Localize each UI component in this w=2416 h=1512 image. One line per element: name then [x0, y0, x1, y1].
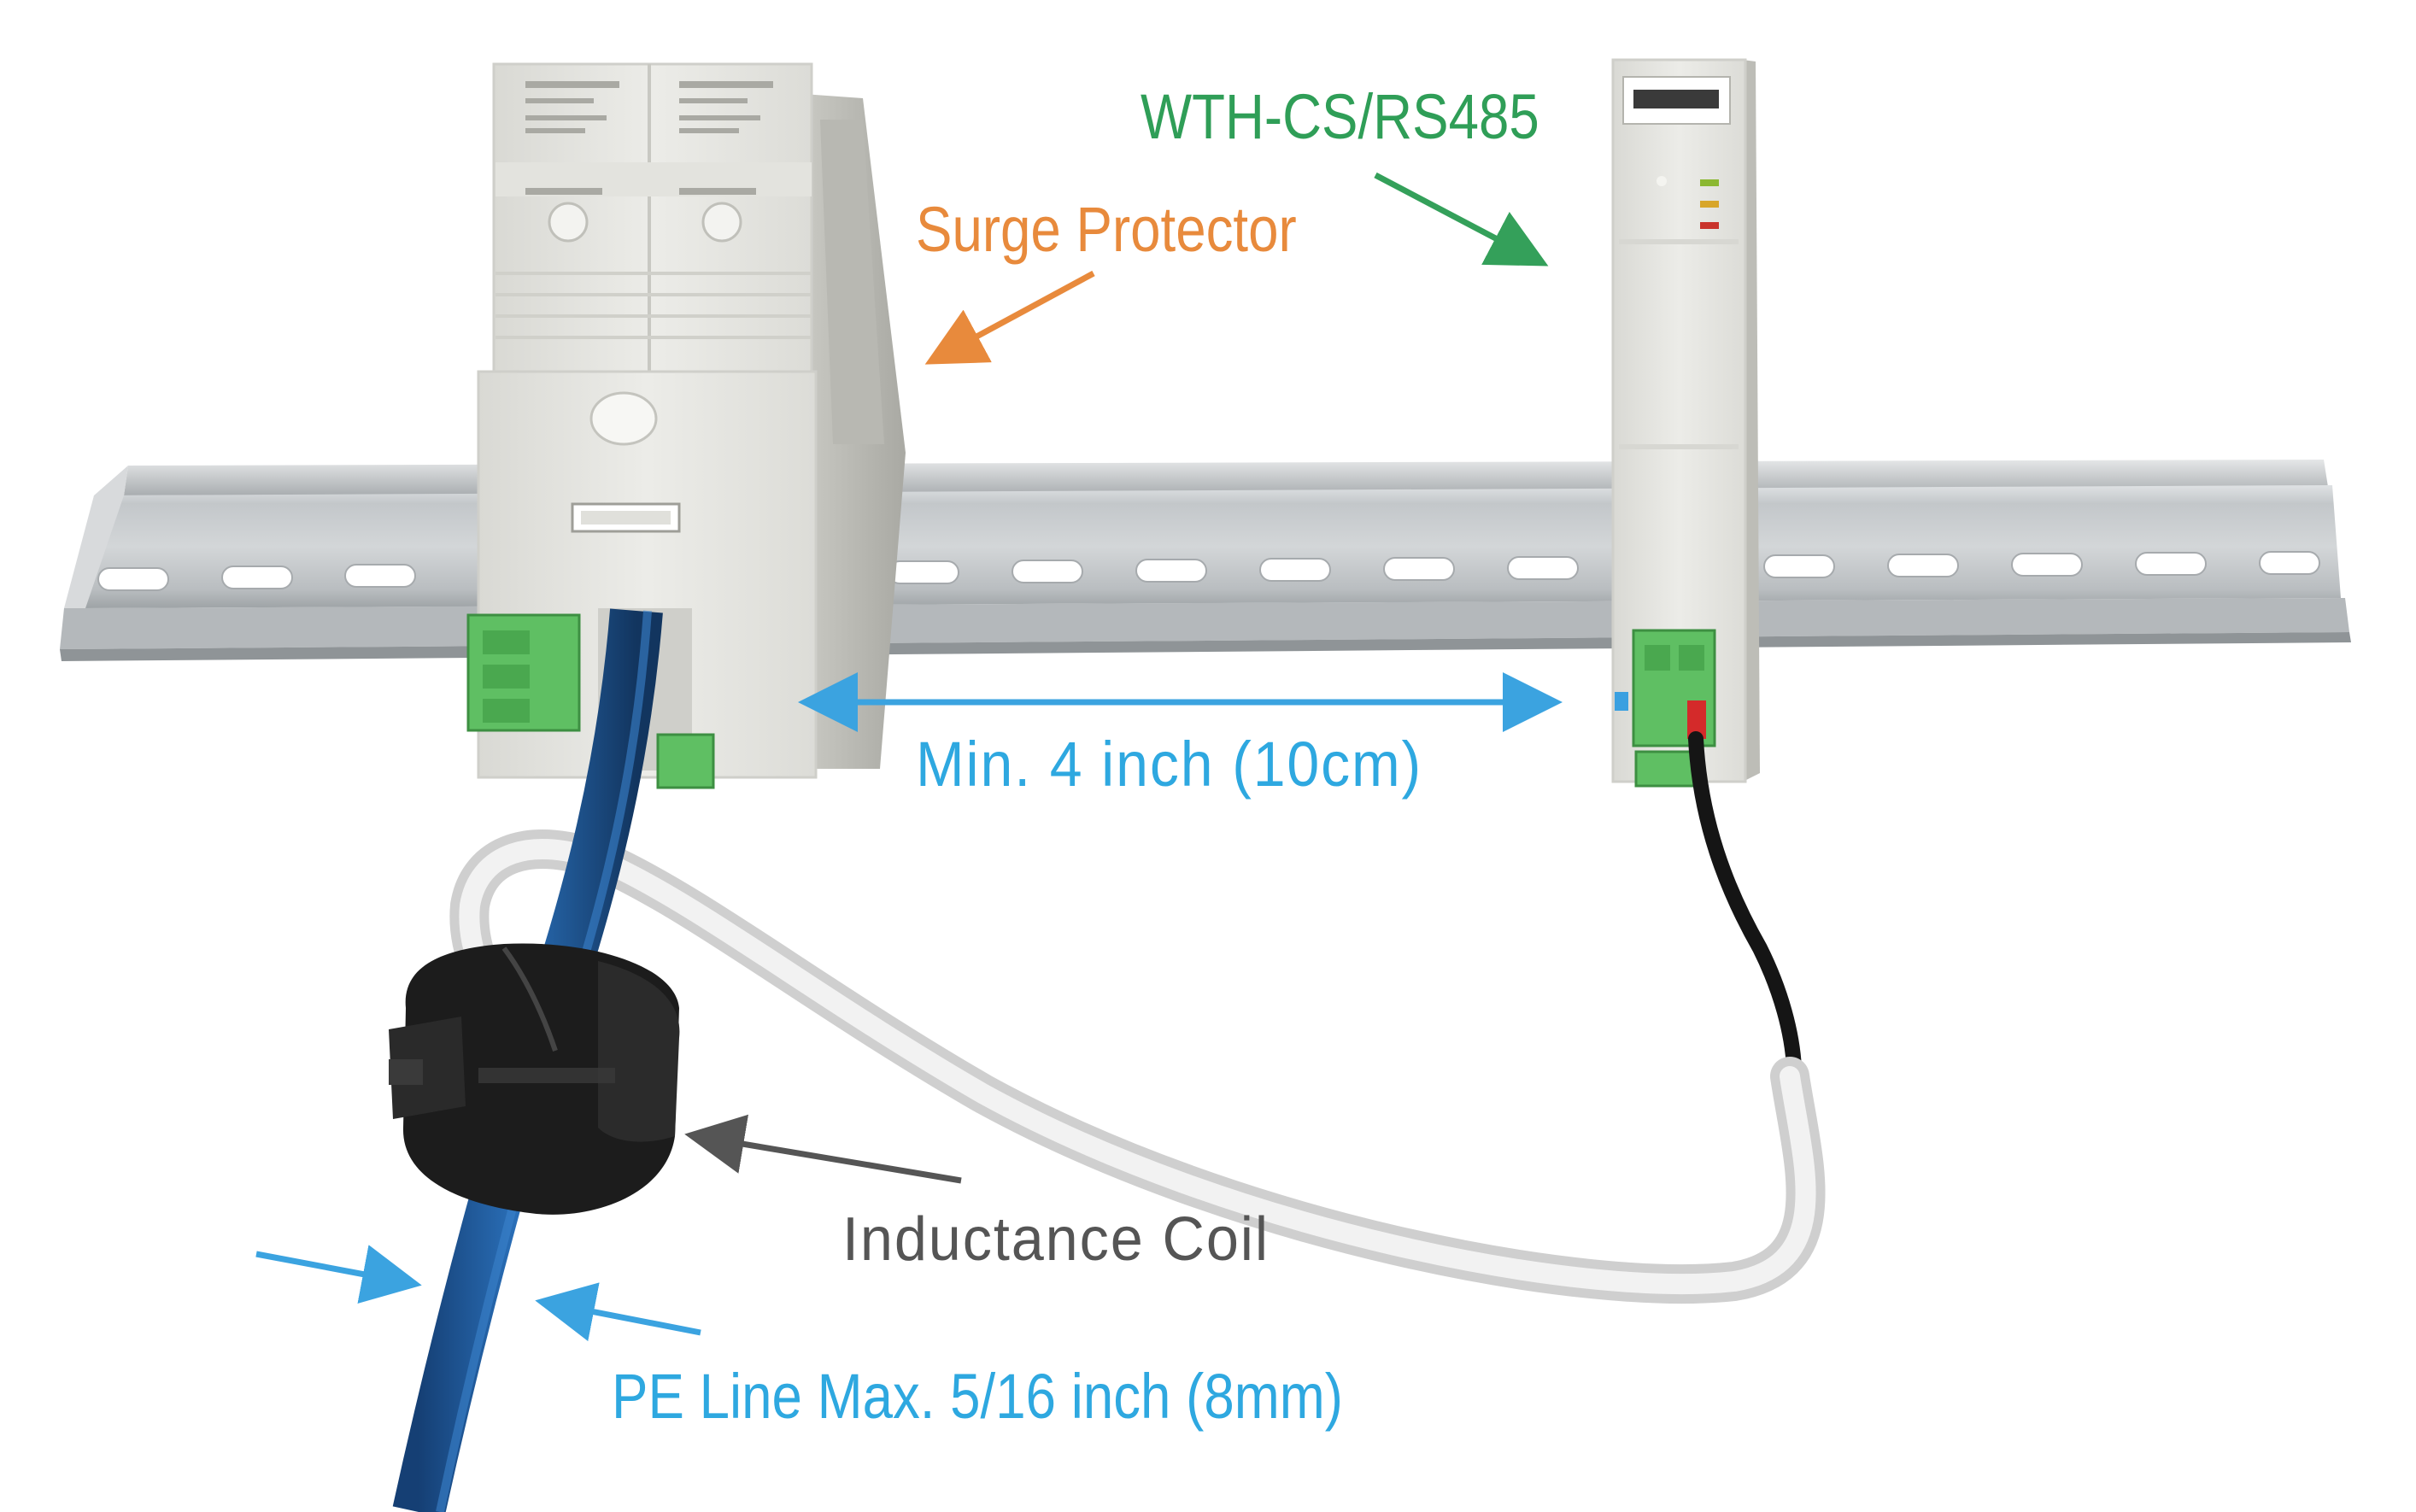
- signal-wire: [1688, 731, 1802, 1075]
- min-distance-label: Min. 4 inch (10cm): [916, 729, 1423, 800]
- inductance-coil: [389, 943, 680, 1215]
- inductance-coil-label: Inductance Coil: [842, 1205, 1270, 1274]
- pe-line-left-arrow: [255, 1245, 422, 1304]
- wth-cs-arrow: [1374, 172, 1549, 267]
- wth-cs-rs485-device: [1611, 58, 1760, 788]
- surge-protector-label: Surge Protector: [916, 194, 1297, 265]
- surge-protector-arrow: [924, 270, 1095, 365]
- pe-line-right-arrow: [535, 1282, 701, 1342]
- surge-protector-device: [466, 62, 906, 789]
- wth-cs-label: WTH-CS/RS485: [1141, 81, 1539, 152]
- din-rail: [60, 460, 2351, 661]
- pe-line-label: PE Line Max. 5/16 inch (8mm): [612, 1361, 1343, 1432]
- inductance-coil-arrow: [684, 1114, 962, 1184]
